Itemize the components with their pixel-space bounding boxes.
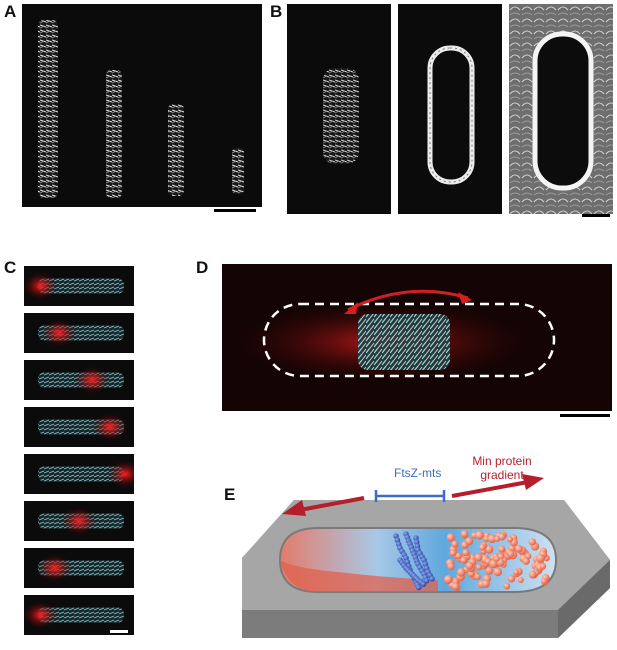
min-protein-bead: [540, 577, 548, 585]
panel-b-scale-bar: [582, 214, 610, 217]
left-gradient-arrow-shaft: [299, 496, 365, 512]
min-protein-bead: [493, 555, 500, 562]
panel-a-scale-bar: [214, 209, 256, 212]
min-protein-bead: [517, 577, 524, 583]
min-protein-bead: [460, 530, 469, 538]
ftsz-filaments: [393, 531, 435, 591]
min-protein-bead: [475, 564, 483, 571]
timelapse-frame: [24, 548, 134, 588]
panel-e-schematic: FtsZ-mts Min protein gradient: [238, 450, 614, 645]
min-protein-bead: [498, 533, 506, 541]
min-protein-bead: [539, 563, 547, 570]
ftsz-bead: [420, 581, 427, 587]
bundle-1: [38, 20, 58, 198]
min-protein-bead: [503, 582, 511, 590]
panel-a-micrograph: [22, 4, 262, 207]
min-gradient-label: Min protein gradient: [462, 454, 542, 482]
timelapse-frame: [24, 313, 134, 353]
min-gradient-label-line2: gradient: [480, 468, 524, 482]
timelapse-frame: [24, 454, 134, 494]
panel-b2-cell-ring: [427, 45, 475, 185]
min-protein-bead: [528, 538, 536, 546]
min-protein-bead: [513, 569, 520, 576]
timelapse-frame: [24, 407, 134, 447]
panel-label-a: A: [4, 2, 17, 21]
panel-d-scale-bar: [560, 414, 610, 417]
min-protein-bead: [528, 570, 537, 579]
min-protein-bead: [447, 562, 455, 571]
panel-b2-micrograph: [398, 4, 502, 214]
panel-e-chamber: [242, 474, 610, 638]
min-protein-bead: [451, 582, 460, 591]
min-protein-bead: [446, 533, 455, 542]
min-protein-bead: [474, 573, 481, 580]
panel-b3-micrograph: [509, 4, 613, 214]
timelapse-frame: [24, 595, 134, 635]
panel-c-scale-bar: [110, 630, 128, 633]
bundle-2: [106, 70, 122, 198]
oscillation-arrowhead-left: [344, 302, 358, 314]
panel-c-timelapse: [24, 266, 134, 642]
ftsz-bead: [415, 584, 422, 591]
min-protein-bead: [443, 574, 453, 584]
min-protein-bead: [485, 566, 494, 575]
min-protein-bead: [455, 552, 462, 560]
panel-b1-cell: [323, 68, 359, 164]
panel-d-cell: [232, 289, 556, 382]
min-protein-bead: [483, 535, 490, 542]
min-protein-bead: [456, 567, 466, 577]
panel-label-d: D: [196, 258, 209, 277]
oscillation-arrowhead-right: [458, 292, 472, 304]
panel-b3-cell-with-background: [509, 4, 613, 214]
right-gradient-arrow-head: [522, 474, 544, 490]
panel-a-filament-bundles: [38, 20, 244, 198]
min-protein-bead: [474, 553, 483, 562]
timelapse-frame: [24, 360, 134, 400]
panel-d-micrograph: [222, 264, 612, 411]
cell-outline-dashed: [262, 302, 556, 378]
min-protein-bead: [465, 561, 474, 570]
min-protein-bead: [484, 545, 494, 554]
timelapse-frame: [24, 266, 134, 306]
min-protein-beads: [443, 530, 550, 592]
right-gradient-arrow-shaft: [451, 480, 529, 498]
panel-label-c: C: [4, 258, 17, 277]
min-protein-bead: [506, 536, 514, 543]
min-protein-bead: [489, 559, 498, 569]
min-protein-bead: [493, 567, 502, 577]
ftsz-bead: [429, 576, 435, 582]
min-protein-bead: [507, 575, 516, 583]
panel-label-b: B: [270, 2, 283, 21]
min-protein-bead: [465, 537, 474, 546]
min-protein-bead: [498, 545, 506, 553]
timelapse-frame: [24, 501, 134, 541]
bundle-4: [232, 148, 244, 194]
min-protein-bead: [449, 549, 457, 557]
min-gradient-label-line1: Min protein: [472, 454, 532, 468]
panel-b1-micrograph: [287, 4, 391, 214]
panel-label-e: E: [224, 485, 236, 504]
min-protein-bead: [451, 540, 459, 548]
min-protein-bead: [481, 579, 490, 588]
min-protein-bead: [507, 550, 515, 558]
min-protein-bead: [514, 545, 523, 553]
bundle-3: [168, 104, 184, 196]
min-protein-bead: [479, 544, 486, 551]
ftsz-bundle-signal: [358, 314, 450, 370]
min-protein-bead: [494, 536, 501, 542]
min-protein-bead: [536, 554, 545, 563]
ftsz-mts-label: FtsZ-mts: [394, 466, 442, 480]
oscillation-arrow: [347, 289, 469, 312]
min-protein-bead: [462, 549, 470, 557]
min-protein-bead: [460, 556, 468, 564]
min-protein-bead: [487, 534, 497, 543]
left-gradient-arrow-head: [282, 500, 306, 516]
min-protein-bead: [525, 553, 532, 560]
min-protein-bead: [475, 530, 484, 540]
